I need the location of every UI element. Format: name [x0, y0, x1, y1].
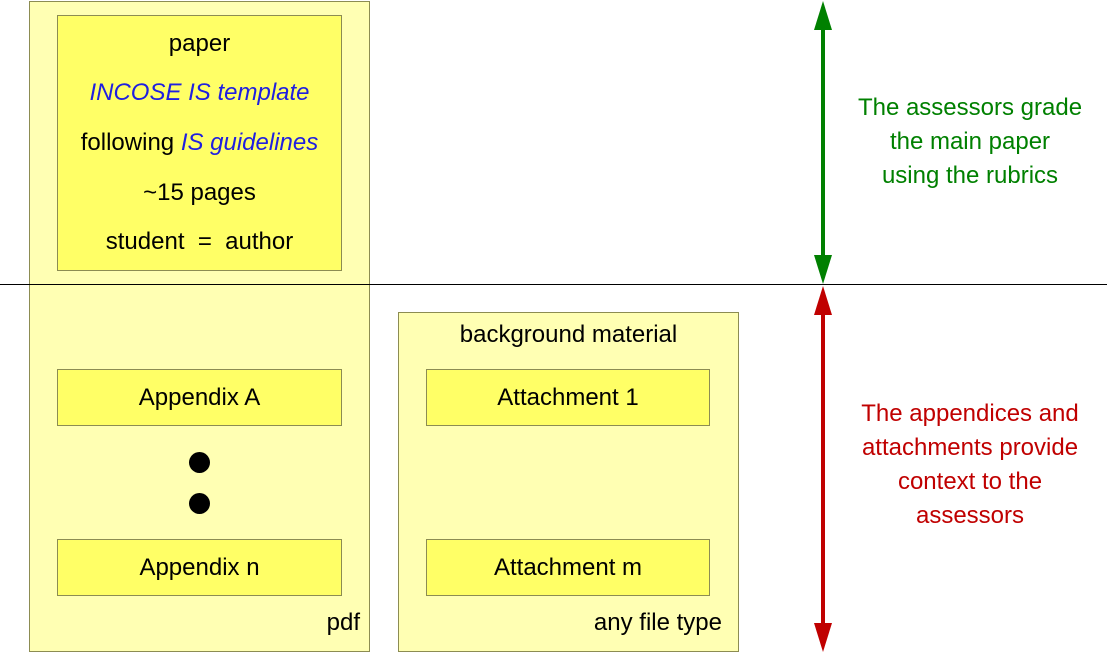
- attachment-m-box: Attachment m: [426, 539, 710, 596]
- following-text: following: [80, 129, 181, 156]
- ellipsis-dot-1: [189, 452, 210, 473]
- background-material-panel: [398, 312, 739, 652]
- paper-title: paper: [168, 30, 231, 57]
- note-bottom-line-1: The appendices and: [861, 400, 1079, 427]
- any-file-type-label: any file type: [593, 609, 722, 636]
- red-double-arrow-icon: [814, 286, 832, 652]
- paper-box: paper INCOSE IS template following IS gu…: [57, 15, 342, 271]
- assessors-grade-note: The assessors grade the main paper using…: [832, 91, 1107, 193]
- note-top-line-2: the main paper: [889, 128, 1051, 155]
- background-material-title: background material: [459, 321, 678, 348]
- guidelines-link: IS guidelines: [180, 129, 319, 156]
- pdf-label: pdf: [326, 609, 360, 636]
- guidelines-line: following IS guidelines: [58, 129, 341, 157]
- green-double-arrow-icon: [814, 1, 832, 284]
- attachment-1-box: Attachment 1: [426, 369, 710, 426]
- appendices-context-note: The appendices and attachments provide c…: [832, 397, 1107, 533]
- author-line: student = author: [105, 228, 294, 255]
- template-link: INCOSE IS template: [89, 79, 310, 106]
- note-bottom-line-4: assessors: [915, 502, 1025, 529]
- note-top-line-3: using the rubrics: [881, 162, 1059, 189]
- appendix-a-box: Appendix A: [57, 369, 342, 426]
- note-bottom-line-3: context to the: [897, 468, 1043, 495]
- divider-line: [0, 284, 1107, 285]
- note-top-line-1: The assessors grade: [857, 94, 1083, 121]
- ellipsis-dot-2: [189, 493, 210, 514]
- arrows-svg: [814, 1, 832, 652]
- appendix-n-box: Appendix n: [57, 539, 342, 596]
- page-count: ~15 pages: [143, 179, 256, 206]
- note-bottom-line-2: attachments provide: [861, 434, 1079, 461]
